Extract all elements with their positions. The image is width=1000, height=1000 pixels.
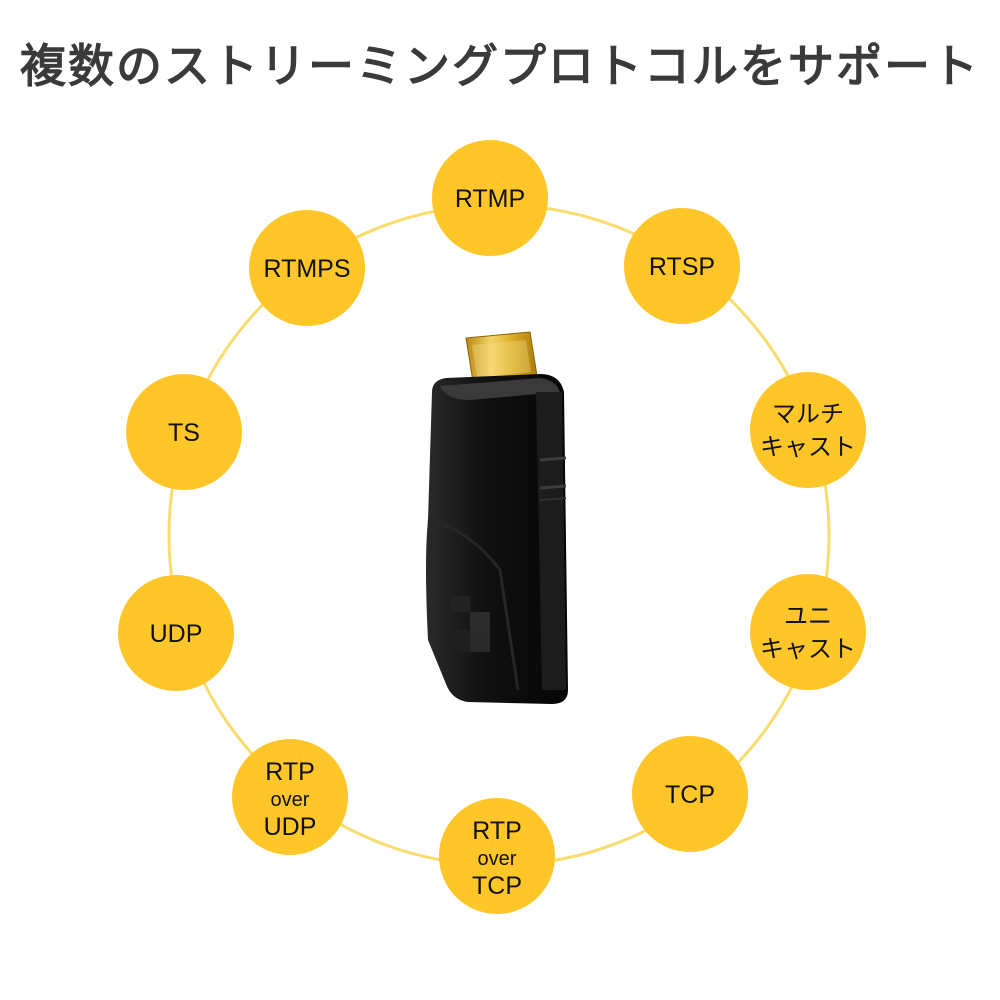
protocol-label: RTP — [472, 817, 522, 845]
protocol-label: キャスト — [760, 433, 856, 461]
protocol-node-rtmp: RTMP — [432, 140, 548, 256]
protocol-label: ユニ — [784, 602, 832, 630]
protocol-circle — [432, 140, 548, 256]
protocol-label: UDP — [150, 620, 203, 648]
device-logo-icon — [450, 596, 490, 652]
protocol-label: マルチ — [772, 400, 844, 428]
protocol-label: UDP — [264, 813, 317, 841]
protocol-label: TCP — [472, 872, 522, 900]
protocol-label: RTSP — [649, 253, 715, 281]
protocol-label: RTMP — [455, 185, 525, 213]
protocol-label: over — [478, 848, 517, 870]
protocol-circle — [118, 575, 234, 691]
protocol-circle — [632, 736, 748, 852]
protocol-circle — [126, 374, 242, 490]
hdmi-stick-device-icon — [426, 331, 568, 704]
protocol-label: TS — [168, 419, 200, 447]
protocol-label: TCP — [665, 781, 715, 809]
protocol-node-ts: TS — [126, 374, 242, 490]
protocol-circle — [750, 372, 866, 488]
protocol-node-rtmps: RTMPS — [249, 210, 365, 326]
page-title: 複数のストリーミングプロトコルをサポート — [20, 39, 980, 93]
protocol-label: キャスト — [760, 635, 856, 663]
protocol-node-rtsp: RTSP — [624, 208, 740, 324]
protocol-circle — [750, 574, 866, 690]
protocol-circle — [232, 739, 348, 855]
protocol-label: RTP — [265, 758, 315, 786]
protocol-circle — [439, 798, 555, 914]
protocol-circle — [249, 210, 365, 326]
protocol-circle — [624, 208, 740, 324]
protocol-label: over — [271, 789, 310, 811]
protocol-label: RTMPS — [263, 255, 350, 283]
protocol-node-tcp: TCP — [632, 736, 748, 852]
protocol-node-udp: UDP — [118, 575, 234, 691]
